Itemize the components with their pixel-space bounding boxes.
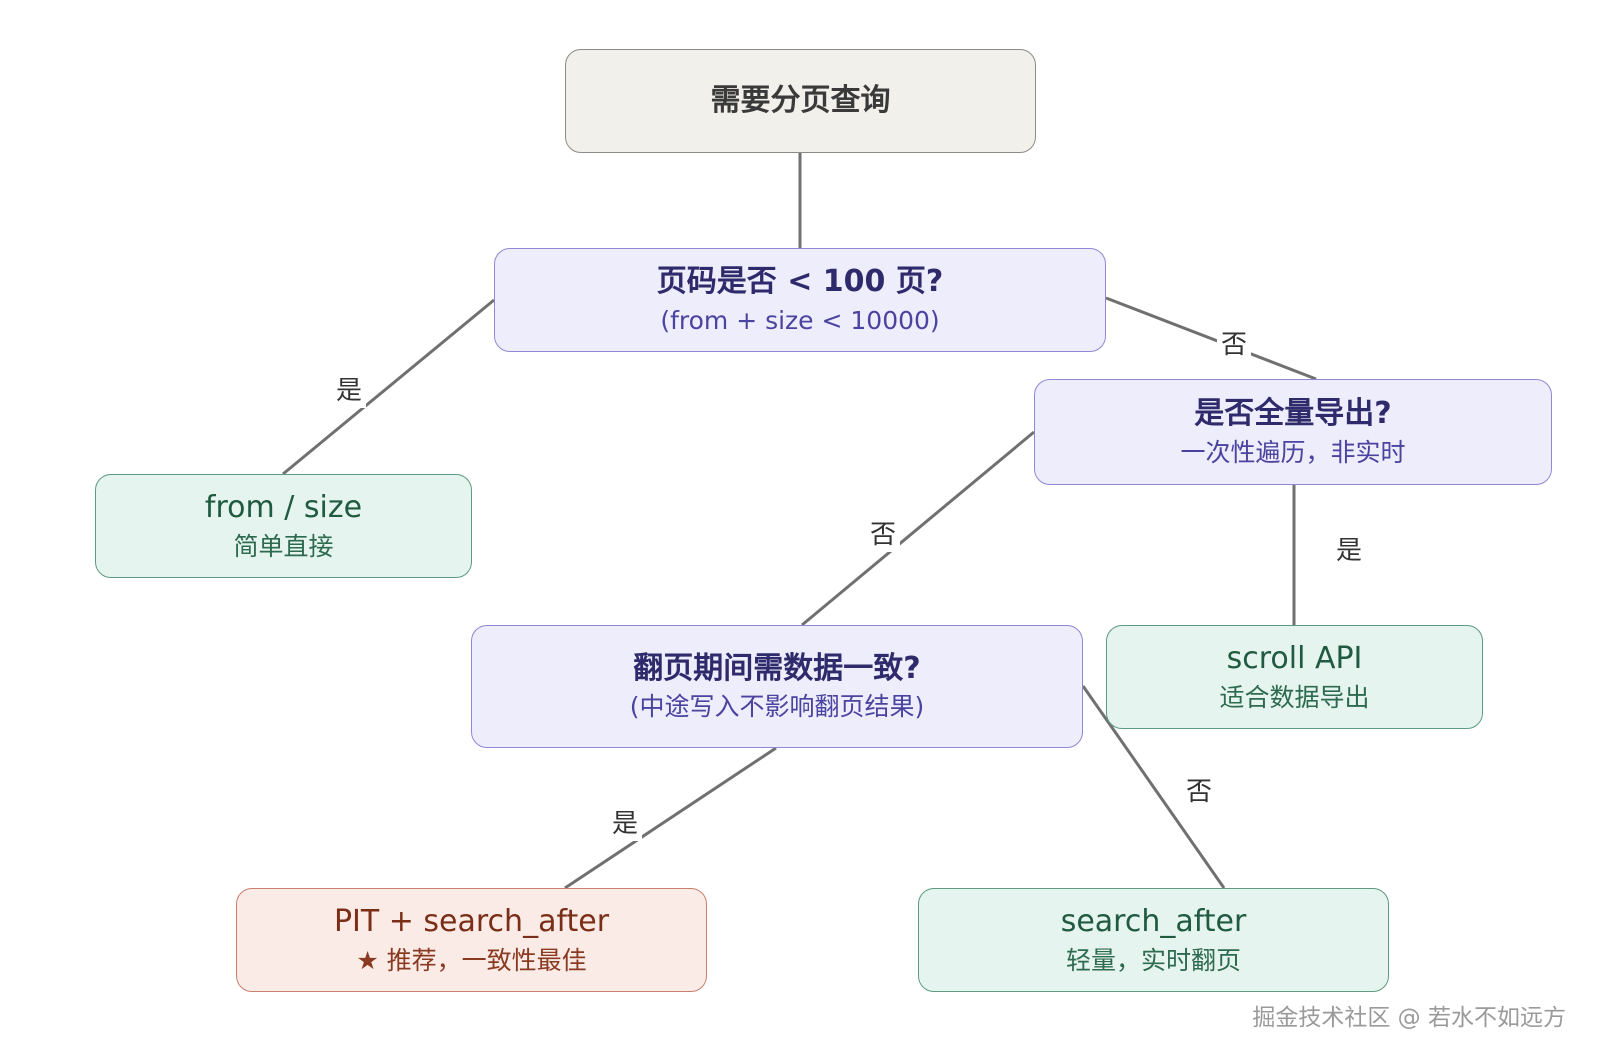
edge-label-consistent-no: 否 <box>1182 776 1217 809</box>
data-consistency-note: (中途写入不影响翻页结果) <box>629 692 925 721</box>
search-after-result: search_after 轻量，实时翻页 <box>918 888 1389 992</box>
data-consistency-question: 翻页期间需数据一致? <box>633 650 921 686</box>
scroll-api-result: scroll API 适合数据导出 <box>1106 625 1483 729</box>
search-after-title: search_after <box>1060 904 1247 939</box>
pit-search-after-title: PIT + search_after <box>333 904 610 939</box>
pit-search-after-result: PIT + search_after ★ 推荐，一致性最佳 <box>236 888 707 992</box>
edge-label-export-yes: 是 <box>1332 535 1367 568</box>
start-node-title: 需要分页查询 <box>710 83 891 119</box>
from-size-title: from / size <box>204 490 363 525</box>
edge-label-consistent-yes: 是 <box>608 808 643 841</box>
page-count-decision: 页码是否 < 100 页? (from + size < 10000) <box>494 248 1106 352</box>
edge-label-pages-no: 否 <box>1217 329 1252 362</box>
scroll-api-title: scroll API <box>1226 641 1363 676</box>
edge-label-pages-yes: 是 <box>332 375 367 408</box>
start-node: 需要分页查询 <box>565 49 1036 153</box>
full-export-question: 是否全量导出? <box>1194 396 1392 431</box>
pit-search-after-note: ★ 推荐，一致性最佳 <box>356 945 587 975</box>
footer-watermark: 掘金技术社区 @ 若水不如远方 <box>1252 1005 1566 1031</box>
page-count-question: 页码是否 < 100 页? <box>656 264 944 299</box>
full-export-note: 一次性遍历，非实时 <box>1180 437 1406 467</box>
data-consistency-decision: 翻页期间需数据一致? (中途写入不影响翻页结果) <box>471 625 1083 748</box>
scroll-api-note: 适合数据导出 <box>1219 682 1370 712</box>
edge-label-export-no: 否 <box>866 519 901 552</box>
from-size-note: 简单直接 <box>233 531 334 561</box>
search-after-note: 轻量，实时翻页 <box>1065 945 1241 975</box>
edge-export-to-consistent <box>801 430 1035 627</box>
edge-pages-to-fromsize <box>282 298 495 476</box>
edge-pages-to-export <box>1105 296 1317 381</box>
full-export-decision: 是否全量导出? 一次性遍历，非实时 <box>1034 379 1552 485</box>
page-count-condition: (from + size < 10000) <box>660 305 940 335</box>
from-size-result: from / size 简单直接 <box>95 474 472 578</box>
edge-consistent-to-pit <box>564 746 777 890</box>
